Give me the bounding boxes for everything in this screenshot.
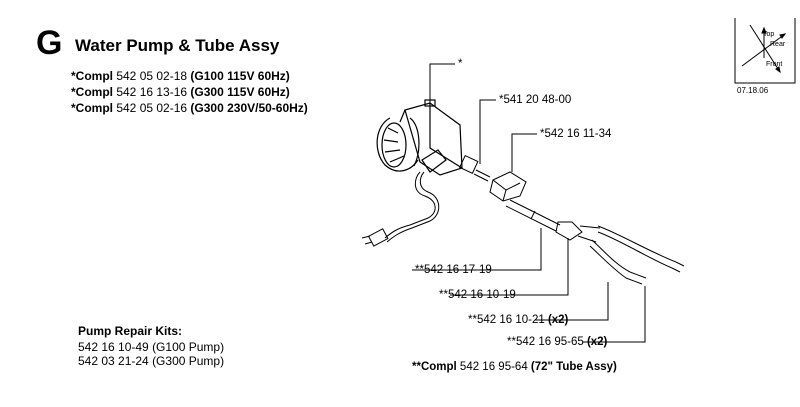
callout-pump: * <box>458 58 463 70</box>
variant-model: (G300 115V 60Hz) <box>190 85 290 99</box>
orientation-top-label: Top <box>763 31 775 38</box>
callout-fitting: *541 20 48-00 <box>499 94 572 106</box>
variant-prefix: *Compl <box>71 85 113 99</box>
orientation-front-label: Front <box>766 61 783 68</box>
page-title: Water Pump & Tube Assy <box>75 36 280 55</box>
repair-kit-item: 542 16 10-49 (G100 Pump) <box>78 340 225 354</box>
callout-connector: **542 16 10-19 <box>439 289 516 301</box>
callout-nozzle-qty: (x2) <box>547 314 569 326</box>
pump-body <box>376 99 463 176</box>
repair-kit-item: 542 03 21-24 (G300 Pump) <box>78 354 225 368</box>
power-cord <box>361 171 440 247</box>
variant-prefix: *Compl <box>71 101 113 115</box>
fitting <box>459 154 491 182</box>
variant-part: 542 05 02-18 <box>113 69 191 83</box>
callout-tube-end-part: **542 16 95-65 <box>507 336 584 348</box>
callout-nozzle-part: **542 16 10-21 <box>468 314 545 326</box>
variant-line: *Compl 542 05 02-18 (G100 115V 60Hz) <box>71 69 290 83</box>
leader-lines <box>412 63 646 343</box>
variant-model: (G300 230V/50-60Hz) <box>190 101 308 115</box>
variant-line: *Compl 542 16 13-16 (G300 115V 60Hz) <box>71 85 290 99</box>
callout-tube-assy-prefix: **Compl <box>412 361 457 373</box>
orientation-rear-label: Rear <box>770 41 786 48</box>
callout-tube-assy: **Compl 542 16 95-64 (72" Tube Assy) <box>412 361 617 374</box>
orientation-icon <box>734 18 796 84</box>
variant-prefix: *Compl <box>71 69 113 83</box>
variant-part: 542 05 02-16 <box>113 101 191 115</box>
y-connector <box>555 221 601 243</box>
variant-model: (G100 115V 60Hz) <box>190 69 290 83</box>
callout-tube-end-qty: (x2) <box>586 336 608 348</box>
callout-clamp: *542 16 11-34 <box>540 128 612 140</box>
variant-line: *Compl 542 05 02-16 (G300 230V/50-60Hz) <box>71 101 308 115</box>
callout-nozzle: **542 16 10-21 (x2) <box>468 314 568 327</box>
callout-tube-assy-desc: (72" Tube Assy) <box>530 361 617 373</box>
main-tube <box>505 199 561 232</box>
clamp <box>489 171 527 202</box>
variant-part: 542 16 13-16 <box>113 85 191 99</box>
callout-tube-main: **542 16 17-19 <box>415 264 492 276</box>
branch-tubes <box>589 225 685 285</box>
callout-tube-assy-part: 542 16 95-64 <box>456 361 531 373</box>
section-letter: G <box>36 24 63 62</box>
callout-tube-end: **542 16 95-65 (x2) <box>507 336 607 349</box>
orientation-date: 07.18.06 <box>737 86 769 95</box>
repair-kits-title: Pump Repair Kits: <box>78 324 183 338</box>
